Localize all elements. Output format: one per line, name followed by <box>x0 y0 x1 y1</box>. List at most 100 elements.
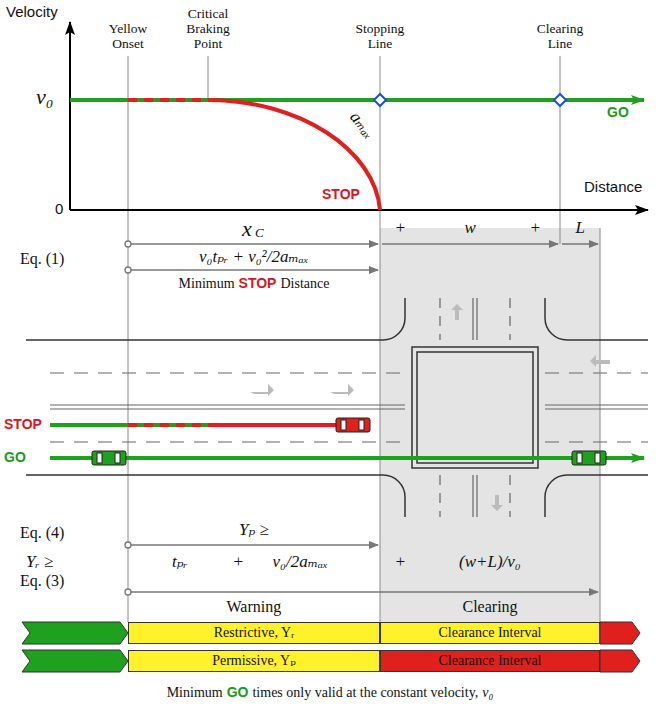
caption-text: Minimum <box>167 685 223 701</box>
dimension-arrow <box>125 542 131 548</box>
car <box>336 418 370 432</box>
equation: v₀tₚᵣ + v₀²/2aₘₐₓ <box>199 247 309 267</box>
note-text: Minimum <box>179 276 235 292</box>
lane-marking <box>545 408 648 409</box>
vehicle-path <box>128 423 208 427</box>
axis-origin: 0 <box>55 200 63 217</box>
marker-heading: Stopping Line <box>345 22 415 52</box>
guide-line <box>128 56 129 622</box>
stop-tag: STOP <box>4 416 42 432</box>
car <box>115 453 120 463</box>
lane-marking <box>439 475 440 517</box>
width-symbol: w <box>465 218 476 238</box>
lane-marking <box>50 372 405 373</box>
guide-line <box>600 228 601 622</box>
car <box>595 453 600 463</box>
distance-symbol: x <box>242 216 252 241</box>
lane-marking <box>472 298 473 340</box>
yellow-interval-bar: Restrictive, Yᵣ <box>128 622 380 644</box>
equation: Yₚ ≥ <box>239 520 269 540</box>
signal-bar-end <box>600 650 640 672</box>
car <box>341 420 346 430</box>
dimension-arrow <box>382 243 558 244</box>
bar-label: Permissive, Yₚ <box>212 653 296 669</box>
vehicle-path <box>208 423 338 427</box>
velocity-profile <box>128 98 208 102</box>
lane-marking <box>476 298 477 340</box>
plus-sign: + <box>395 552 406 572</box>
go-tag: GO <box>4 449 26 465</box>
plus-sign: + <box>395 218 406 238</box>
guide-line <box>560 56 561 244</box>
axis-title: Velocity <box>6 3 58 20</box>
car <box>359 420 364 430</box>
turn-arrow <box>330 384 354 396</box>
distance-subscript: C <box>255 226 264 241</box>
guide-line <box>128 56 600 622</box>
intersection <box>545 475 648 517</box>
intersection <box>26 298 648 517</box>
dimension-arrow <box>125 267 131 273</box>
bar-label: Restrictive, Yᵣ <box>214 625 294 641</box>
bar-label: Clearance Interval <box>439 625 542 641</box>
axis <box>70 22 648 210</box>
turn-arrow <box>590 355 610 367</box>
marker-heading: Yellow Onset <box>93 22 163 52</box>
caption-text: times only valid at the constant velocit… <box>252 685 478 701</box>
velocity-profile <box>208 100 380 210</box>
go-tag: GO <box>227 684 249 700</box>
lane-marking <box>439 298 440 340</box>
axis-title: Distance <box>584 178 642 195</box>
velocity-symbol: v₀ <box>36 84 53 109</box>
dimension-arrow <box>125 589 131 595</box>
lane-marking <box>472 475 473 517</box>
caption-text: v₀ <box>482 685 493 701</box>
lane-marking <box>545 404 648 405</box>
bar-label: Clearance Interval <box>439 653 542 669</box>
phase-label: Warning <box>227 598 282 616</box>
equation: v₀/2aₘₐₓ <box>273 552 328 572</box>
text-row: MinimumGOtimes only valid at the constan… <box>165 684 496 701</box>
lane-marking <box>545 372 648 373</box>
equation: (w+L)/v₀ <box>459 552 521 572</box>
equation-number: Eq. (3) <box>20 572 64 590</box>
intersection <box>545 298 648 340</box>
axis <box>70 209 648 211</box>
signal-bar-end <box>22 622 640 672</box>
length-symbol: L <box>576 218 585 238</box>
turn-arrow <box>491 495 503 511</box>
dimension-arrow <box>131 269 378 270</box>
vehicle-path <box>50 456 644 460</box>
deceleration-symbol: aₘₐₓ <box>345 107 378 142</box>
intersection <box>26 298 405 340</box>
dimension-arrow <box>131 591 598 592</box>
lane-marking <box>545 441 648 442</box>
guide-line <box>380 56 381 622</box>
clearance-bar: Clearance Interval <box>380 622 600 644</box>
dimension-arrow <box>131 544 378 545</box>
plus-sign: + <box>233 552 244 572</box>
clearing-region <box>380 228 600 622</box>
signal-bar-end <box>22 650 128 672</box>
marker-heading: Critical Braking Point <box>173 7 243 52</box>
text-row: MinimumSTOPDistance <box>177 275 332 292</box>
equation-number: Eq. (4) <box>20 524 64 542</box>
lane-marking <box>50 441 405 442</box>
car <box>577 453 582 463</box>
signal-bar-end <box>600 622 640 644</box>
vehicle-path <box>50 423 208 427</box>
car <box>92 451 126 465</box>
turn-arrow <box>250 304 610 511</box>
stop-tag: STOP <box>239 275 277 291</box>
axis <box>69 22 71 210</box>
intersection <box>412 347 538 468</box>
car <box>572 451 606 465</box>
equation: tₚᵣ <box>172 552 188 572</box>
stop-tag: STOP <box>322 186 360 202</box>
intersection <box>417 352 533 463</box>
phase-label: Clearing <box>463 598 518 616</box>
plus-sign: + <box>530 218 541 238</box>
velocity-profile <box>70 94 644 210</box>
